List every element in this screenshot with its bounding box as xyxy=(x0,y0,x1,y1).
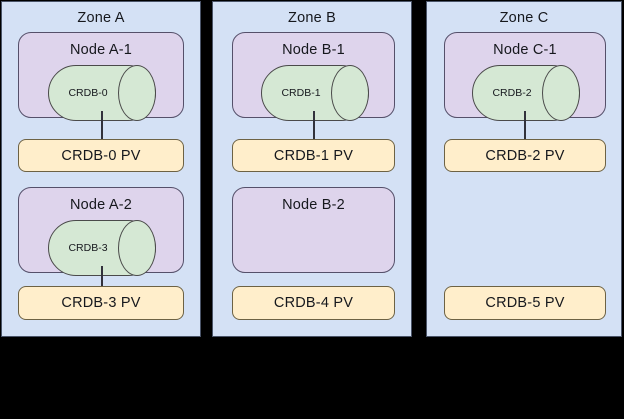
node-title-a-2: Node A-2 xyxy=(69,197,133,213)
pod-label-crdb-3: CRDB-3 xyxy=(68,242,108,254)
pod-label-crdb-2: CRDB-2 xyxy=(492,87,532,99)
cylinder-cap-icon xyxy=(118,65,156,121)
zone-panel-c: Zone C Node C-1 CRDB-2 CRDB-2 PV CRDB-5 … xyxy=(426,1,622,337)
node-box-b-2: Node B-2 xyxy=(232,187,395,273)
node-box-a-1: Node A-1 CRDB-0 xyxy=(18,32,184,121)
pod-crdb-3: CRDB-3 xyxy=(48,220,156,276)
connector-a-1 xyxy=(101,111,103,140)
zone-title-a: Zone A xyxy=(77,10,125,26)
pv-box-crdb-0: CRDB-0 PV xyxy=(18,139,184,172)
node-box-a-2: Node A-2 CRDB-3 xyxy=(18,187,184,276)
node-box-b-1: Node B-1 CRDB-1 xyxy=(232,32,395,121)
node-title-c-1: Node C-1 xyxy=(493,42,557,58)
node-title-a-1: Node A-1 xyxy=(69,42,133,58)
pod-crdb-0: CRDB-0 xyxy=(48,65,156,121)
zone-panel-b: Zone B Node B-1 CRDB-1 CRDB-1 PV Node B-… xyxy=(212,1,412,337)
pv-box-crdb-4: CRDB-4 PV xyxy=(232,286,395,320)
pv-box-crdb-3: CRDB-3 PV xyxy=(18,286,184,320)
pod-crdb-2: CRDB-2 xyxy=(472,65,580,121)
node-title-b-2: Node B-2 xyxy=(282,197,345,213)
cylinder-cap-icon xyxy=(118,220,156,276)
pv-box-crdb-5: CRDB-5 PV xyxy=(444,286,606,320)
zone-title-b: Zone B xyxy=(288,10,336,26)
zone-panel-a: Zone A Node A-1 CRDB-0 CRDB-0 PV Node A-… xyxy=(1,1,201,337)
pod-label-crdb-1: CRDB-1 xyxy=(281,87,321,99)
connector-b-1 xyxy=(313,111,315,140)
zone-title-c: Zone C xyxy=(499,10,549,26)
connector-c-1 xyxy=(524,111,526,140)
pv-box-crdb-2: CRDB-2 PV xyxy=(444,139,606,172)
pod-label-crdb-0: CRDB-0 xyxy=(68,87,108,99)
pod-crdb-1: CRDB-1 xyxy=(261,65,369,121)
cylinder-cap-icon xyxy=(542,65,580,121)
cylinder-cap-icon xyxy=(331,65,369,121)
node-box-c-1: Node C-1 CRDB-2 xyxy=(444,32,606,121)
pv-box-crdb-1: CRDB-1 PV xyxy=(232,139,395,172)
node-title-b-1: Node B-1 xyxy=(282,42,345,58)
connector-a-2 xyxy=(101,266,103,295)
